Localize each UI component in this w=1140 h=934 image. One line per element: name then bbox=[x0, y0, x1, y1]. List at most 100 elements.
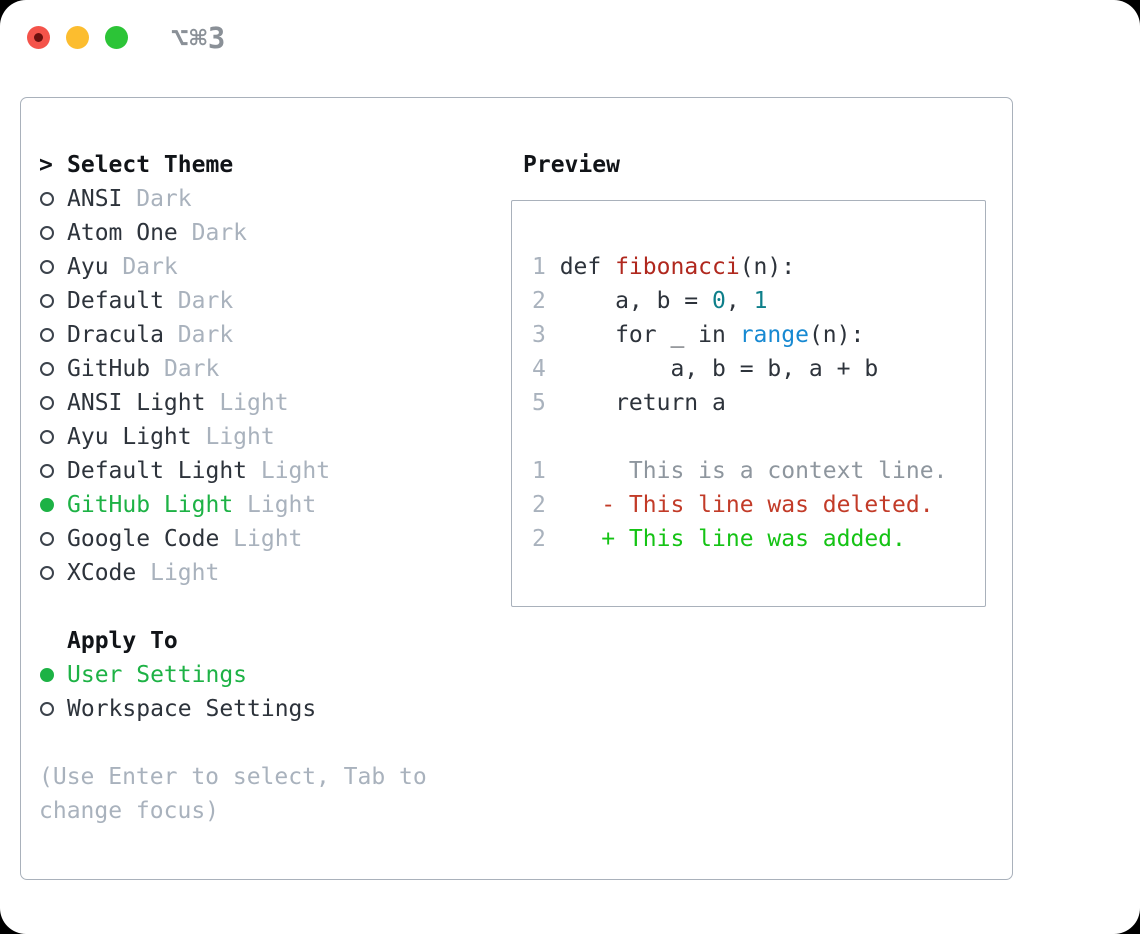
apply-option[interactable]: Workspace Settings bbox=[39, 692, 427, 726]
theme-picker-header: > Select Theme bbox=[39, 148, 427, 182]
radio-unselected-icon bbox=[40, 430, 54, 444]
radio-unselected-icon bbox=[40, 566, 54, 580]
theme-option[interactable]: Ayu Light Light bbox=[39, 420, 427, 454]
code-line: 2 a, b = 0, 1 bbox=[532, 284, 985, 318]
radio-selected-icon bbox=[40, 498, 54, 512]
code-token: , bbox=[725, 288, 754, 314]
line-number: 2 bbox=[532, 526, 546, 552]
theme-option[interactable]: ANSI Dark bbox=[39, 182, 427, 216]
theme-option[interactable]: GitHub Dark bbox=[39, 352, 427, 386]
code-token: def bbox=[559, 254, 616, 280]
zoom-button[interactable] bbox=[105, 26, 128, 49]
theme-option-variant: Dark bbox=[177, 322, 234, 348]
theme-option[interactable]: Default Dark bbox=[39, 284, 427, 318]
theme-option-variant: Dark bbox=[177, 288, 234, 314]
line-number: 1 bbox=[532, 254, 546, 280]
theme-option-label: Default bbox=[67, 288, 164, 314]
code-token: + This line was added. bbox=[559, 526, 906, 552]
theme-option[interactable]: Google Code Light bbox=[39, 522, 427, 556]
radio-selected-icon bbox=[40, 668, 54, 682]
unsaved-dot-icon bbox=[34, 33, 43, 42]
theme-option-label: Dracula bbox=[67, 322, 164, 348]
theme-option-marker bbox=[39, 464, 67, 478]
theme-option-label: Ayu Light bbox=[67, 424, 192, 450]
theme-option-variant: Light bbox=[219, 390, 289, 416]
apply-option-marker bbox=[39, 668, 67, 682]
theme-option-variant: Dark bbox=[163, 356, 220, 382]
titlebar: ⌥⌘3 bbox=[0, 0, 1140, 75]
theme-option-label: ANSI Light bbox=[67, 390, 206, 416]
code-token: (n): bbox=[808, 322, 865, 348]
theme-option-marker bbox=[39, 498, 67, 512]
theme-option-label: GitHub bbox=[67, 356, 151, 382]
code-token: return a bbox=[559, 390, 726, 416]
theme-option[interactable]: ANSI Light Light bbox=[39, 386, 427, 420]
theme-option-variant: Dark bbox=[191, 220, 248, 246]
theme-option-variant: Light bbox=[233, 526, 303, 552]
theme-option-marker bbox=[39, 566, 67, 580]
radio-unselected-icon bbox=[40, 702, 54, 716]
theme-picker-title: Select Theme bbox=[67, 152, 234, 178]
code-line: 3 for _ in range(n): bbox=[532, 318, 985, 352]
code-line: 4 a, b = b, a + b bbox=[532, 352, 985, 386]
code-token: range bbox=[739, 322, 809, 348]
theme-option[interactable]: Default Light Light bbox=[39, 454, 427, 488]
code-line bbox=[532, 420, 985, 454]
hint-line-2: change focus) bbox=[39, 798, 220, 824]
theme-option-variant: Light bbox=[260, 458, 331, 484]
apply-option-label: Workspace Settings bbox=[67, 696, 317, 722]
theme-option[interactable]: Dracula Dark bbox=[39, 318, 427, 352]
theme-option-label: Default Light bbox=[67, 458, 248, 484]
line-number: 2 bbox=[532, 288, 546, 314]
code-token: (n): bbox=[739, 254, 796, 280]
close-button[interactable] bbox=[27, 26, 50, 49]
theme-option-variant: Dark bbox=[122, 254, 178, 280]
line-number: 2 bbox=[532, 492, 546, 518]
radio-unselected-icon bbox=[40, 396, 54, 410]
apply-option[interactable]: User Settings bbox=[39, 658, 427, 692]
code-token: a, b = bbox=[559, 288, 713, 314]
line-number: 4 bbox=[532, 356, 546, 382]
radio-unselected-icon bbox=[40, 532, 54, 546]
code-line: 1 def fibonacci(n): bbox=[532, 250, 985, 284]
theme-option-label: ANSI bbox=[67, 186, 123, 212]
theme-option-variant: Dark bbox=[136, 186, 192, 212]
theme-option-marker bbox=[39, 260, 67, 274]
code-token: for _ in bbox=[559, 322, 740, 348]
code-token: - This line was deleted. bbox=[559, 492, 934, 518]
radio-unselected-icon bbox=[40, 294, 54, 308]
code-line: 2 + This line was added. bbox=[532, 522, 985, 556]
apply-to-title: Apply To bbox=[67, 628, 178, 654]
code-token: This is a context line. bbox=[559, 458, 948, 484]
spacer bbox=[39, 590, 427, 624]
code-line: 5 return a bbox=[532, 386, 985, 420]
theme-option-marker bbox=[39, 294, 67, 308]
radio-unselected-icon bbox=[40, 328, 54, 342]
radio-unselected-icon bbox=[40, 192, 54, 206]
hint-line-1: (Use Enter to select, Tab to bbox=[39, 764, 427, 790]
code-token: fibonacci bbox=[615, 254, 740, 280]
theme-option-variant: Light bbox=[205, 424, 275, 450]
theme-option[interactable]: Ayu Dark bbox=[39, 250, 427, 284]
theme-option-marker bbox=[39, 362, 67, 376]
theme-option-marker bbox=[39, 328, 67, 342]
theme-option-marker bbox=[39, 430, 67, 444]
theme-option-label: Ayu bbox=[67, 254, 109, 280]
apply-option-marker bbox=[39, 702, 67, 716]
theme-option-label: Google Code bbox=[67, 526, 220, 552]
radio-unselected-icon bbox=[40, 226, 54, 240]
theme-option-variant: Light bbox=[150, 560, 220, 586]
cursor-icon: > bbox=[39, 152, 53, 178]
theme-option-label: GitHub Light bbox=[67, 492, 234, 518]
minimize-button[interactable] bbox=[66, 26, 89, 49]
theme-option-marker bbox=[39, 396, 67, 410]
spacer bbox=[39, 726, 427, 760]
